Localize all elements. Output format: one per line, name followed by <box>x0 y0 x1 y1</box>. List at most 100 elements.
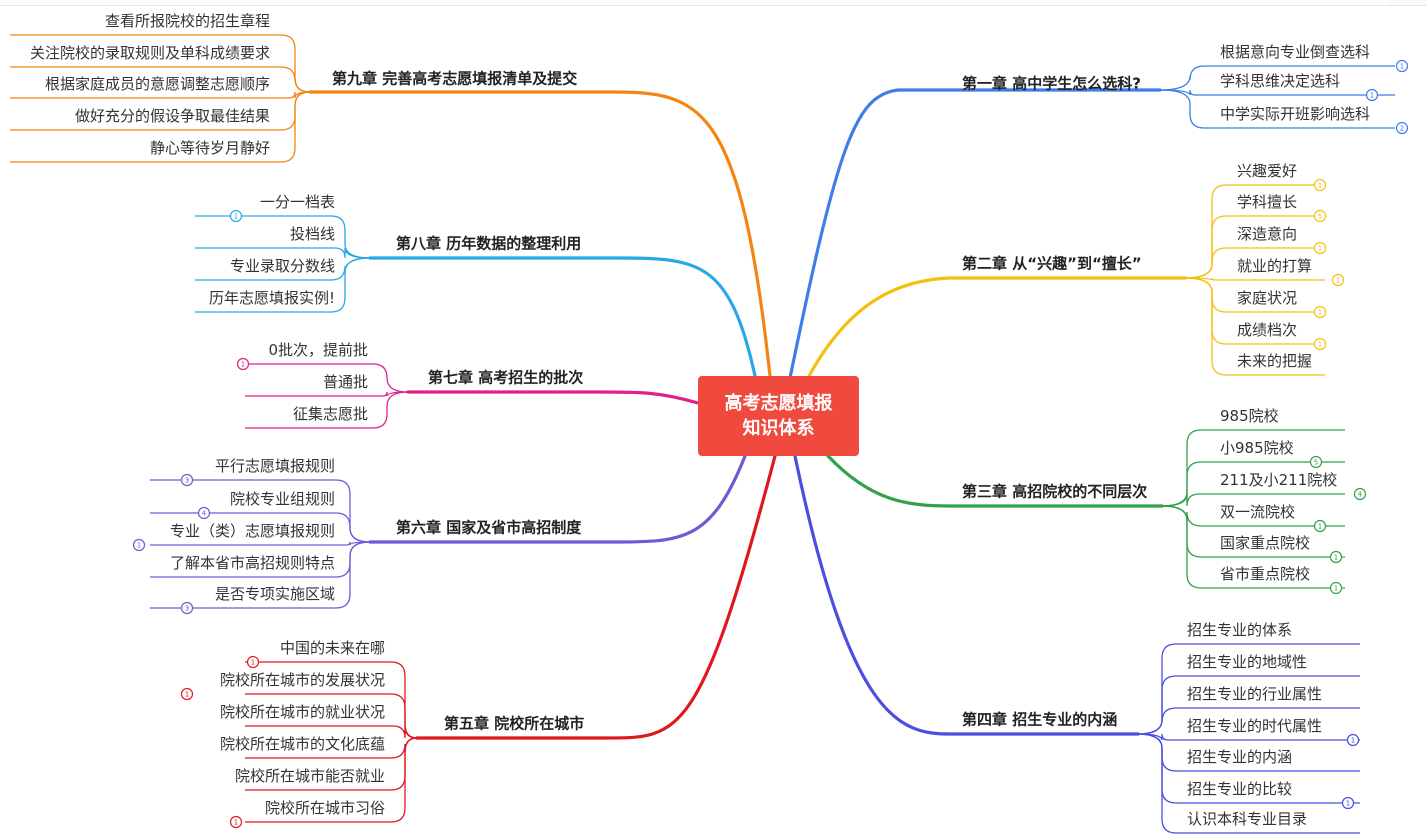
chapter-title[interactable]: 第二章 从“兴趣”到“擅长” <box>962 255 1142 273</box>
comment-count-badge[interactable]: 1 <box>1313 241 1327 255</box>
badge-count: 1 <box>1400 63 1404 71</box>
badge-count: 1 <box>234 819 238 827</box>
comment-count-badge[interactable]: 1 <box>1346 733 1360 747</box>
topic-item[interactable]: 静心等待岁月静好 <box>10 91 311 163</box>
topic-label: 关注院校的录取规则及单科成绩要求 <box>30 44 270 62</box>
comment-count-badge[interactable]: 1 <box>1313 178 1327 192</box>
chapter-title[interactable]: 第六章 国家及省市高招制度 <box>396 519 582 537</box>
comment-count-badge[interactable]: 5 <box>1309 455 1323 469</box>
topic-item[interactable]: 普通批 <box>245 373 409 397</box>
comment-count-badge[interactable]: 1 <box>229 815 243 829</box>
topic-connector <box>245 391 409 429</box>
chapter-title[interactable]: 第一章 高中学生怎么选科? <box>962 75 1141 93</box>
topic-label: 招生专业的体系 <box>1187 621 1292 639</box>
chapter-branch-line <box>415 454 777 740</box>
badge-count: 1 <box>1318 245 1322 253</box>
chapter-title[interactable]: 第五章 院校所在城市 <box>444 715 584 733</box>
topic-item[interactable]: 家庭状况 1 <box>1184 277 1327 319</box>
badge-count: 4 <box>202 510 207 518</box>
badge-count: 3 <box>185 605 189 613</box>
chapter-branch-line <box>788 88 1162 380</box>
comment-count-badge[interactable]: 4 <box>197 506 211 520</box>
chapter-title[interactable]: 第四章 招生专业的内涵 <box>962 711 1117 729</box>
topic-label: 院校专业组规则 <box>230 490 335 508</box>
badge-count: 1 <box>234 213 238 221</box>
topic-item[interactable]: 院校所在城市的就业状况 <box>220 703 418 739</box>
topic-connector <box>1159 65 1395 91</box>
topic-item[interactable]: 认识本科专业目录 <box>1137 733 1360 834</box>
topic-label: 院校所在城市习俗 <box>265 799 385 817</box>
topic-label: 家庭状况 <box>1237 289 1297 307</box>
topic-label: 征集志愿批 <box>293 405 368 423</box>
topic-item[interactable]: 专业录取分数线 <box>195 257 371 281</box>
topic-item[interactable]: 招生专业的行业属性 <box>1137 685 1360 735</box>
chapter-title[interactable]: 第八章 历年数据的整理利用 <box>396 235 581 253</box>
badge-count: 4 <box>1358 491 1363 499</box>
comment-count-badge[interactable]: 1 <box>1329 581 1343 595</box>
comment-count-badge[interactable]: 3 <box>180 473 194 487</box>
center-topic[interactable]: 高考志愿填报 知识体系 <box>698 376 859 456</box>
badge-count: 1 <box>251 659 255 667</box>
comment-count-badge[interactable]: 2 <box>1395 121 1409 135</box>
topic-item[interactable]: 了解本省市高招规则特点 <box>150 541 371 578</box>
comment-count-badge[interactable]: 1 <box>1313 305 1327 319</box>
comment-count-badge[interactable]: 1 <box>1313 337 1327 351</box>
comment-count-badge[interactable]: 1 <box>1331 273 1345 287</box>
badge-count: 1 <box>137 542 141 550</box>
comment-count-badge[interactable]: 1 <box>1313 519 1327 533</box>
comment-count-badge[interactable]: 1 <box>1395 59 1409 73</box>
topic-connector <box>1137 733 1360 834</box>
topic-item[interactable]: 根据家庭成员的意愿调整志愿顺序 <box>10 75 311 99</box>
comment-count-badge[interactable]: 1 <box>229 209 243 223</box>
topic-item[interactable]: 院校专业组规则 4 <box>150 490 371 543</box>
center-topic-line2: 知识体系 <box>742 418 815 439</box>
topic-item[interactable]: 院校所在城市的文化底蕴 <box>220 735 418 759</box>
comment-count-badge[interactable]: 1 <box>1329 550 1343 564</box>
topic-connector <box>245 363 409 393</box>
comment-count-badge[interactable]: 1 <box>246 655 260 669</box>
topic-label: 平行志愿填报规则 <box>215 457 335 475</box>
comment-count-badge[interactable]: 5 <box>1313 209 1327 223</box>
topic-connector <box>245 391 409 397</box>
chapter-title[interactable]: 第七章 高考招生的批次 <box>428 369 583 387</box>
comment-count-badge[interactable]: 1 <box>132 538 146 552</box>
chapter-title[interactable]: 第九章 完善高考志愿填报清单及提交 <box>332 70 577 88</box>
comment-count-badge[interactable]: 3 <box>180 601 194 615</box>
topic-item[interactable]: 未来的把握 <box>1184 277 1325 376</box>
topic-item[interactable]: 关注院校的录取规则及单科成绩要求 <box>10 44 311 93</box>
chapter-title[interactable]: 第三章 高招院校的不同层次 <box>962 483 1147 501</box>
topic-item[interactable]: 院校所在城市习俗 1 <box>229 737 418 829</box>
topic-label: 985院校 <box>1220 407 1279 425</box>
topic-item[interactable]: 历年志愿填报实例! <box>195 257 371 313</box>
topic-label: 省市重点院校 <box>1220 565 1310 583</box>
topic-item[interactable]: 0批次，提前批 1 <box>236 341 409 393</box>
comment-count-badge[interactable]: 4 <box>1353 487 1367 501</box>
topic-item[interactable]: 征集志愿批 <box>245 391 409 429</box>
comment-count-badge[interactable]: 1 <box>180 687 194 701</box>
topic-item[interactable]: 投档线 <box>195 225 371 259</box>
topic-connector <box>10 91 311 99</box>
comment-count-badge[interactable]: 1 <box>236 357 250 371</box>
comment-count-badge[interactable]: 1 <box>1341 796 1355 810</box>
topic-label: 院校所在城市的文化底蕴 <box>220 735 385 753</box>
comment-count-badge[interactable]: 1 <box>1365 88 1379 102</box>
topic-label: 0批次，提前批 <box>268 341 368 359</box>
chapter-9: 第九章 完善高考志愿填报清单及提交查看所报院校的招生章程关注院校的录取规则及单科… <box>10 12 772 378</box>
top-border-corner <box>1390 0 1427 5</box>
topic-connector <box>245 725 418 739</box>
topic-item[interactable]: 省市重点院校 1 <box>1161 505 1345 595</box>
